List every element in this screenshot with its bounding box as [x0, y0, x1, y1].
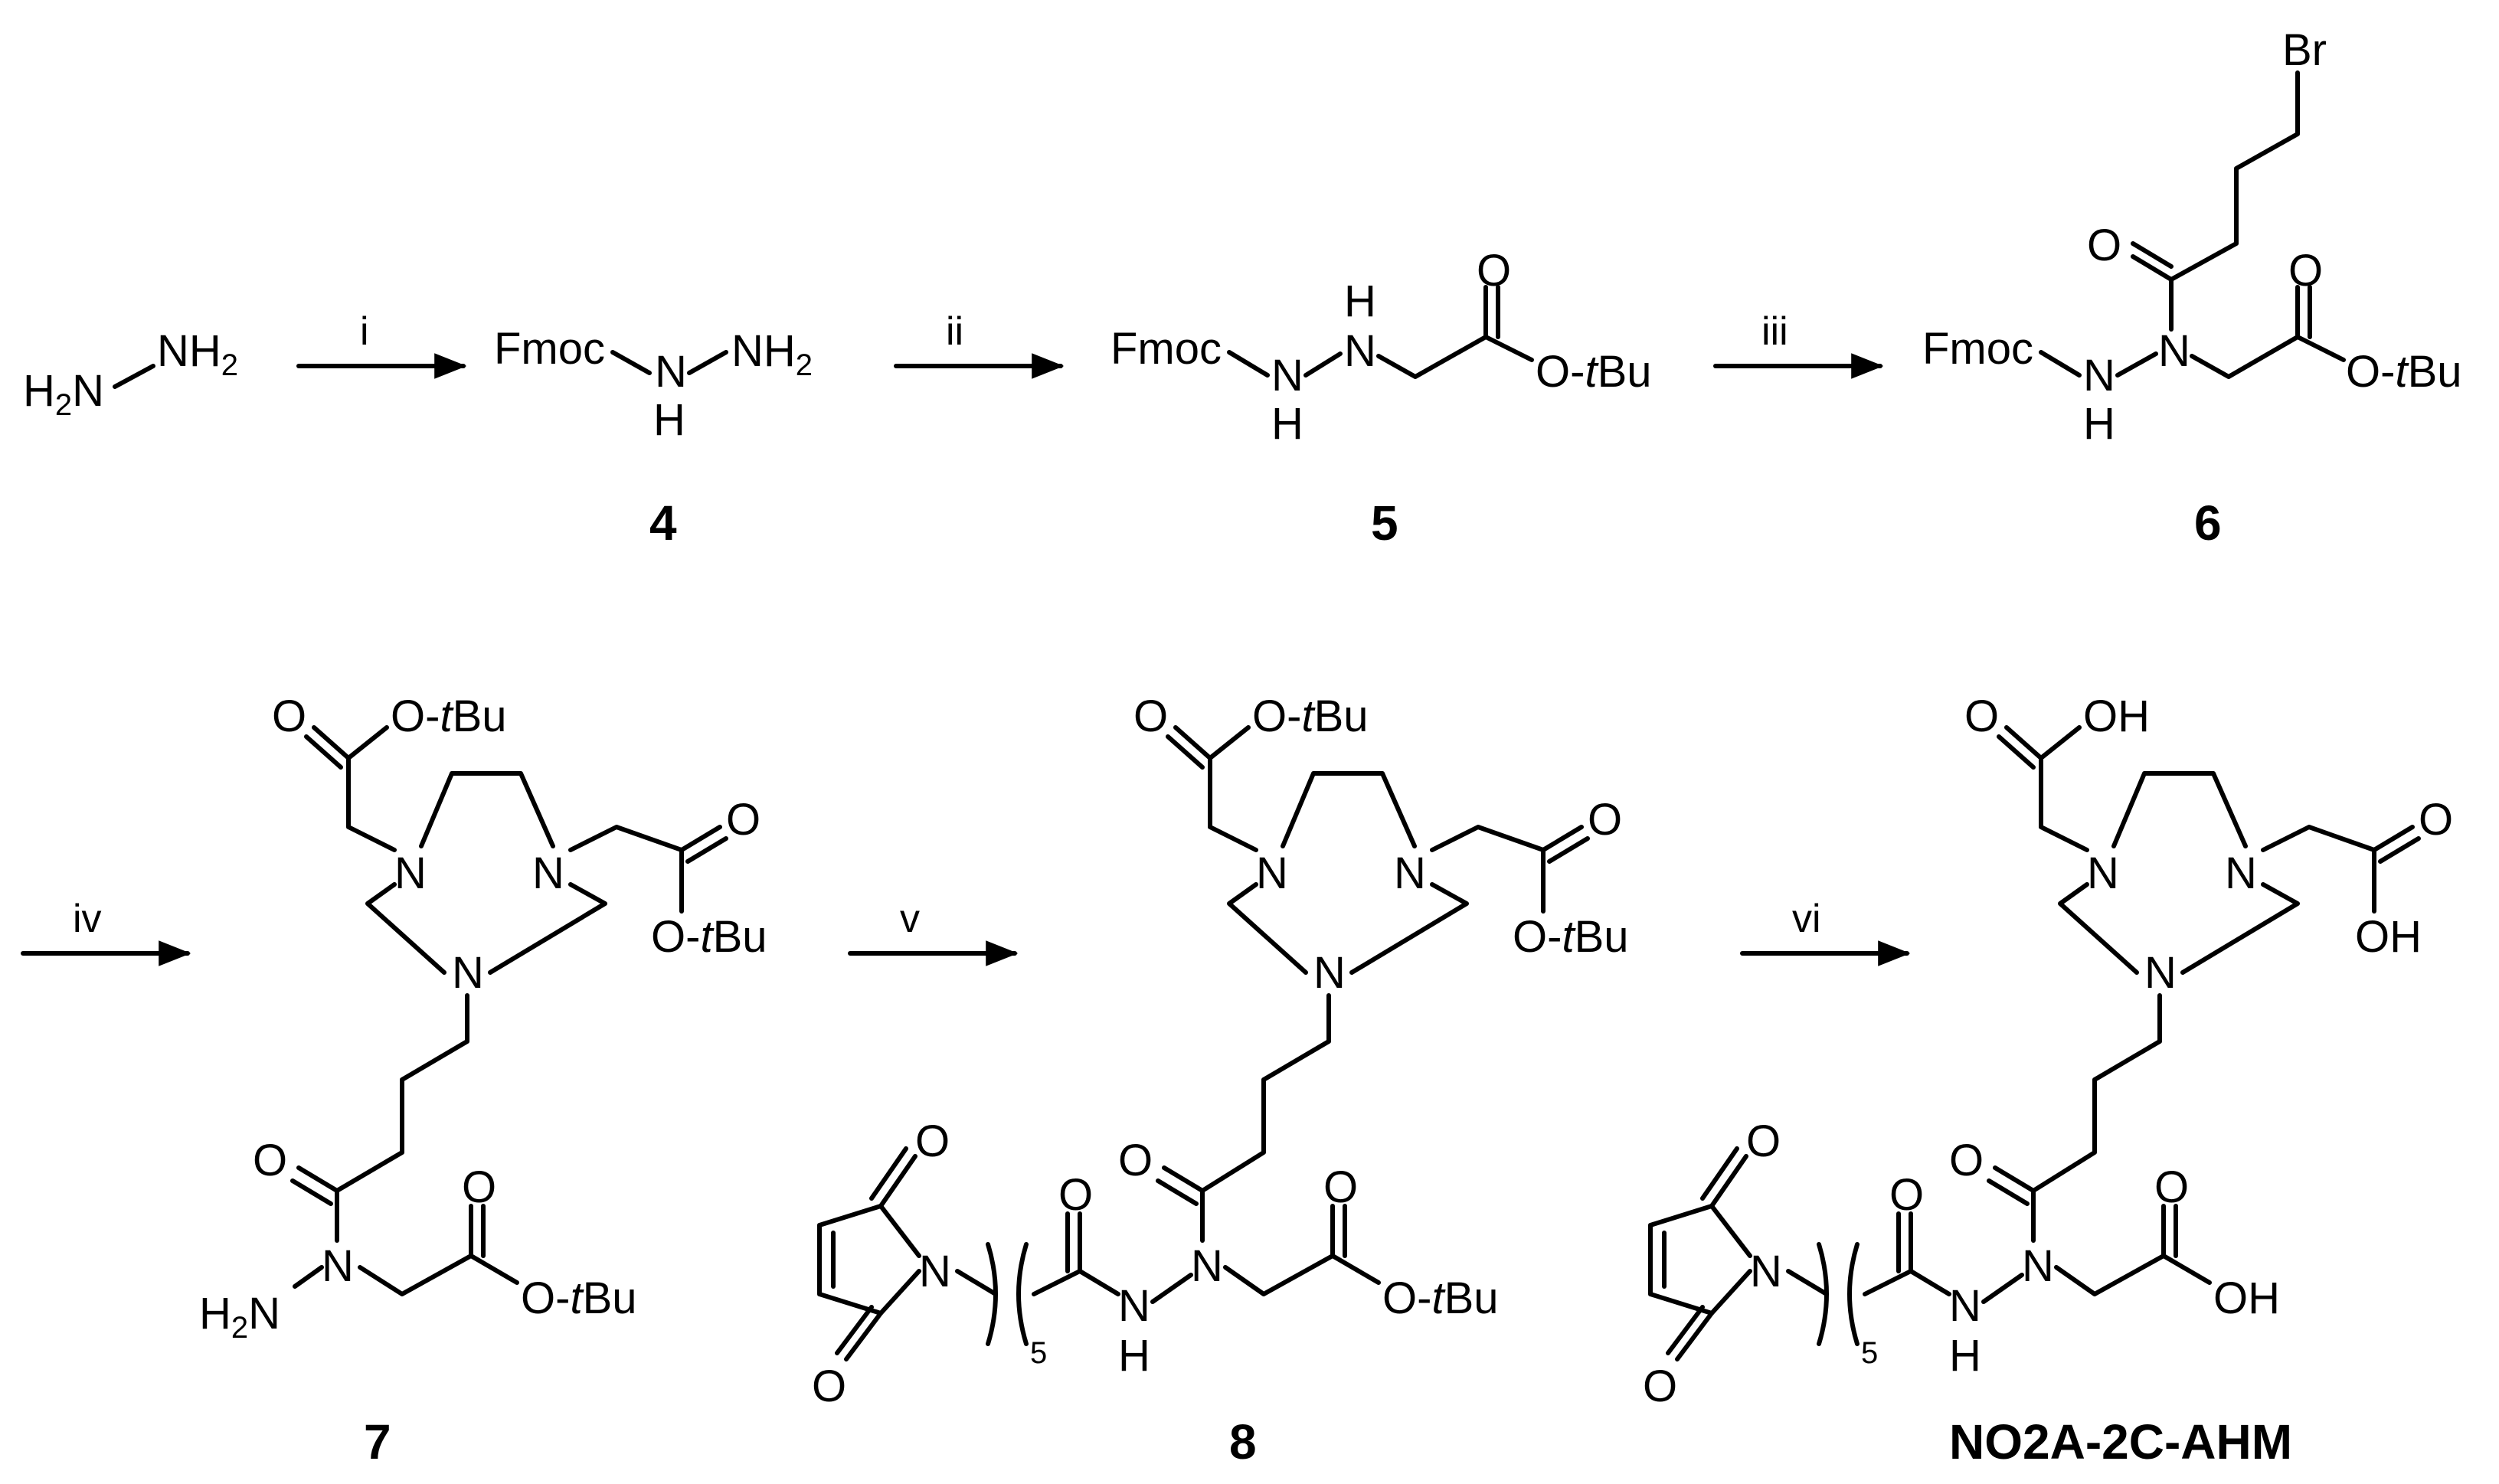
svg-text:N: N [1271, 351, 1303, 400]
svg-text:H: H [1344, 276, 1376, 326]
svg-text:O: O [272, 691, 306, 741]
svg-text:H: H [2083, 399, 2115, 449]
svg-text:O: O [1964, 691, 1999, 741]
svg-text:H2N: H2N [199, 1289, 280, 1345]
reaction-arrow-vi: vi [1740, 897, 1911, 966]
svg-text:OH: OH [2355, 912, 2422, 962]
compound-label-8: 8 [1229, 1414, 1257, 1469]
svg-text:O: O [1643, 1361, 1677, 1411]
compound-label-4: 4 [649, 495, 677, 551]
svg-text:Fmoc: Fmoc [494, 324, 605, 374]
svg-text:O: O [1133, 691, 1168, 741]
compound-4-structure: Fmoc N H NH2 [494, 324, 813, 445]
compound-label-6: 6 [2194, 495, 2222, 551]
svg-text:O: O [1746, 1116, 1781, 1166]
svg-text:O-tBu: O-tBu [1382, 1273, 1499, 1323]
svg-text:N: N [1949, 1281, 1981, 1331]
compound-5-structure: Fmoc N H N H O O-tBu [1110, 246, 1652, 449]
reaction-arrow-i: i [296, 309, 467, 379]
svg-text:N: N [394, 848, 427, 898]
svg-text:N: N [532, 848, 564, 898]
reaction-arrow-iv: iv [21, 897, 191, 966]
svg-text:O-tBu: O-tBu [1536, 347, 1652, 397]
hydrazine-structure: H2N NH2 [23, 326, 238, 422]
svg-text:H: H [1949, 1331, 1981, 1381]
svg-text:O-tBu: O-tBu [1252, 691, 1369, 741]
svg-text:N: N [1256, 848, 1288, 898]
svg-text:H: H [653, 395, 685, 445]
svg-text:O-tBu: O-tBu [391, 691, 507, 741]
svg-text:O: O [462, 1162, 496, 1212]
svg-text:N: N [919, 1247, 951, 1296]
svg-text:N: N [2144, 948, 2177, 998]
svg-text:N: N [1344, 326, 1376, 376]
svg-text:H2N: H2N [23, 366, 104, 422]
svg-text:O: O [1477, 246, 1511, 296]
svg-text:NH2: NH2 [157, 326, 238, 382]
svg-text:5: 5 [1030, 1336, 1047, 1370]
step-label-iv: iv [73, 897, 102, 941]
compound-8-structure: N N N O O-tBu O O-tBu O N O O-tBu N [812, 691, 1629, 1411]
svg-text:O: O [812, 1361, 846, 1411]
svg-text:N: N [1750, 1247, 1782, 1296]
svg-text:N: N [452, 948, 484, 998]
svg-text:O: O [1889, 1170, 1924, 1220]
reaction-arrow-ii: ii [894, 309, 1065, 379]
svg-text:Br: Br [2282, 25, 2327, 75]
svg-text:O-tBu: O-tBu [1513, 912, 1629, 962]
svg-text:N: N [2087, 848, 2119, 898]
svg-text:O-tBu: O-tBu [521, 1273, 637, 1323]
svg-text:OH: OH [2213, 1273, 2280, 1323]
svg-text:O: O [1588, 795, 1622, 845]
svg-text:N: N [1313, 948, 1346, 998]
svg-text:O: O [2288, 246, 2323, 296]
svg-text:Fmoc: Fmoc [1110, 324, 1222, 374]
compound-label-5: 5 [1371, 495, 1398, 551]
step-label-v: v [900, 897, 920, 941]
svg-text:NH2: NH2 [731, 326, 813, 382]
svg-text:N: N [2158, 326, 2190, 376]
reaction-arrow-v: v [848, 897, 1019, 966]
compound-7-structure: N N N O O-tBu O O-tBu O N H2N O O-tBu [199, 691, 767, 1345]
svg-text:O: O [2087, 221, 2121, 270]
svg-text:O: O [915, 1116, 950, 1166]
svg-text:H: H [1271, 399, 1303, 449]
svg-text:N: N [1394, 848, 1426, 898]
svg-text:N: N [2083, 351, 2115, 400]
svg-text:OH: OH [2083, 691, 2150, 741]
compound-6-structure: Fmoc N H N O Br O O-tBu [1922, 25, 2462, 449]
svg-text:N: N [2022, 1241, 2054, 1291]
step-label-iii: iii [1761, 309, 1788, 354]
step-label-i: i [360, 309, 369, 354]
svg-text:N: N [322, 1241, 354, 1291]
svg-text:O: O [726, 795, 760, 845]
svg-text:N: N [655, 347, 687, 397]
svg-text:O: O [1949, 1136, 1984, 1185]
svg-text:N: N [1118, 1281, 1150, 1331]
svg-text:5: 5 [1861, 1336, 1878, 1370]
svg-text:O: O [2154, 1162, 2189, 1212]
svg-text:O-tBu: O-tBu [651, 912, 767, 962]
compound-label-no2a-2c-ahm: NO2A-2C-AHM [1949, 1414, 2292, 1469]
no2a-2c-ahm-structure: N N N O OH O OH O N O OH N H [1643, 691, 2453, 1411]
svg-text:O: O [1118, 1136, 1153, 1185]
svg-text:Fmoc: Fmoc [1922, 324, 2033, 374]
svg-text:H: H [1118, 1331, 1150, 1381]
svg-text:O: O [2419, 795, 2453, 845]
svg-text:O: O [253, 1136, 287, 1185]
compound-label-7: 7 [364, 1414, 391, 1469]
svg-text:N: N [2225, 848, 2257, 898]
svg-text:O-tBu: O-tBu [2346, 347, 2462, 397]
step-label-ii: ii [946, 309, 963, 354]
step-label-vi: vi [1792, 897, 1821, 941]
reaction-arrow-iii: iii [1713, 309, 1884, 379]
svg-text:O: O [1323, 1162, 1358, 1212]
svg-text:N: N [1191, 1241, 1223, 1291]
svg-text:O: O [1058, 1170, 1093, 1220]
